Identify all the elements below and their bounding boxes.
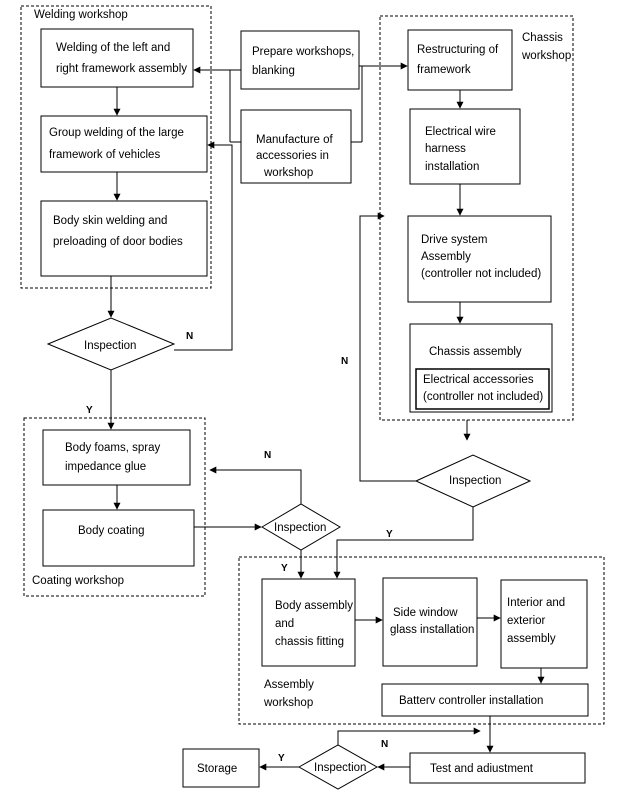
group-welding-text-1: Group welding of the large (49, 127, 184, 139)
battery-controller-text: Batterv controller installation (399, 695, 543, 707)
arrow-chassis-n-loop (359, 212, 416, 482)
prepare-workshops-box: Prepare workshops, blanking (240, 30, 360, 90)
electrical-accessories-text-1: Electrical accessories (423, 374, 534, 386)
chassis-assembly-text: Chassis assembly (429, 346, 522, 358)
test-adjustment-text: Test and adiustment (430, 763, 534, 775)
manufacture-accessories-box: Manufacture of accessories in workshop (240, 109, 352, 184)
wire-harness-box: Electrical wire harness installation (409, 108, 521, 185)
restructuring-framework-box: Restructuring of framework (407, 29, 513, 91)
chassis-y-label: Y (386, 529, 393, 540)
chassis-n-label: N (341, 356, 348, 367)
coating-workshop-label: Coating workshop (32, 575, 124, 587)
coating-inspection-text: Inspection (274, 522, 326, 534)
side-window-text-2: glass installation (390, 624, 474, 636)
body-coating-text: Body coating (78, 525, 145, 537)
coating-workshop-zone: Coating workshop (23, 417, 206, 597)
body-assembly-box: Body assembly and chassis fitting (261, 578, 356, 667)
welding-n-label: N (186, 331, 193, 342)
body-foams-text-1: Body foams, spray (65, 442, 160, 454)
body-assembly-text-3: chassis fitting (275, 636, 344, 648)
electrical-accessories-text-2: (controller not included) (423, 391, 543, 403)
welding-left-right-text-2: right framework assembly (56, 63, 187, 75)
drive-system-text-3: (controller not included) (421, 268, 541, 280)
wire-harness-text-1: Electrical wire (425, 126, 496, 138)
chassis-workshop-label-line1: Chassis (522, 32, 563, 44)
body-foams-box: Body foams, spray impedance glue (42, 429, 191, 486)
chassis-inspection-diamond: Inspection (414, 454, 532, 508)
storage-text: Storage (197, 763, 237, 775)
coating-y-label: Y (281, 563, 288, 574)
welding-inspection-diamond: Inspection (46, 317, 176, 371)
storage-box: Storage (182, 748, 260, 788)
coating-n-label: N (264, 450, 271, 461)
side-window-text-1: Side window (393, 607, 458, 619)
interior-exterior-text-2: exterior (507, 615, 546, 627)
body-skin-welding-text-1: Body skin welding and (53, 215, 167, 227)
interior-exterior-text-1: Interior and (507, 597, 565, 609)
coating-inspection-diamond: Inspection (261, 503, 341, 551)
welding-workshop-label: Welding workshop (34, 9, 128, 21)
assembly-workshop-label-line1: Assembly (264, 679, 314, 691)
welding-left-right-box: Welding of the left and right framework … (40, 28, 194, 88)
body-foams-text-2: impedance glue (65, 461, 146, 473)
body-coating-box: Body coating (42, 509, 195, 567)
arrow-final-n-loop (337, 727, 481, 745)
welding-inspection-text: Inspection (84, 340, 136, 352)
battery-controller-box: Batterv controller installation (381, 683, 589, 717)
interior-exterior-box: Interior and exterior assembly (500, 579, 588, 669)
test-adjustment-box: Test and adiustment (409, 752, 586, 784)
arrow-welding-n-loop (174, 141, 233, 351)
arrow-coating-n-loop (209, 466, 302, 504)
manufacture-accessories-text-2: accessories in (256, 150, 329, 162)
drive-system-box: Drive system Assembly (controller not in… (407, 215, 552, 303)
group-welding-text-2: framework of vehicles (49, 149, 160, 161)
assembly-workshop-label-line2: workshop (263, 697, 313, 709)
wire-harness-text-3: installation (425, 161, 479, 173)
restructuring-framework-text-1: Restructuring of (417, 44, 499, 56)
welding-left-right-text-1: Welding of the left and (56, 42, 170, 54)
drive-system-text-2: Assembly (421, 251, 471, 263)
arrow-chassis-y-to-body-assembly (333, 507, 474, 579)
final-inspection-diamond: Inspection (297, 744, 379, 790)
connectors (107, 62, 545, 771)
side-window-box: Side window glass installation (382, 577, 478, 667)
restructuring-framework-text-2: framework (417, 64, 471, 76)
prepare-workshops-text-2: blanking (252, 65, 295, 77)
assembly-workshop-zone: Assembly workshop (238, 556, 605, 725)
electrical-accessories-box: Electrical accessories (controller not i… (415, 368, 550, 410)
wire-harness-text-2: harness (425, 143, 466, 155)
final-inspection-text: Inspection (314, 762, 366, 774)
manufacture-accessories-text-3: workshop (263, 167, 313, 179)
drive-system-text-1: Drive system (421, 234, 487, 246)
body-skin-welding-box: Body skin welding and preloading of door… (40, 200, 208, 277)
body-skin-welding-text-2: preloading of door bodies (53, 236, 183, 248)
body-assembly-text-2: and (275, 618, 294, 630)
final-y-label: Y (278, 753, 285, 764)
welding-y-label: Y (86, 405, 93, 416)
group-welding-box: Group welding of the large framework of … (40, 115, 208, 173)
manufacture-accessories-text-1: Manufacture of (256, 134, 334, 146)
prepare-workshops-text-1: Prepare workshops, (252, 46, 354, 58)
body-assembly-text-1: Body assembly (275, 600, 353, 612)
final-n-label: N (381, 739, 388, 750)
interior-exterior-text-3: assembly (507, 633, 556, 645)
chassis-workshop-label-line2: workshop (521, 50, 571, 62)
chassis-inspection-text: Inspection (449, 475, 501, 487)
